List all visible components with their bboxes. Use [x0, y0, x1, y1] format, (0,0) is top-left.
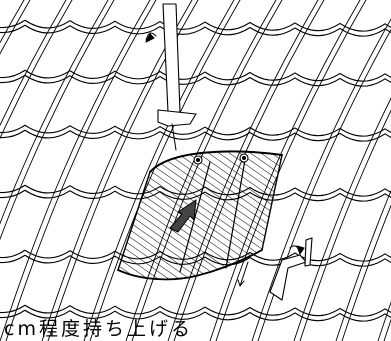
tile-ridge-line: [0, 0, 115, 241]
tile-ridge-line: [215, 0, 367, 341]
tile-ridge-line: [251, 18, 391, 341]
caption-text: cm程度持ち上げる: [4, 318, 193, 340]
tile-ridge-line: [341, 204, 391, 341]
tile-ridge-line: [383, 318, 391, 341]
pry-tool-upper: [145, 3, 197, 151]
tile-ridge-line: [83, 0, 235, 341]
tile-ridge-line: [0, 0, 151, 341]
tile-course-line: [0, 304, 391, 317]
tile-ridge-line: [0, 0, 73, 140]
tile-ridge-line: [0, 0, 31, 55]
tile-course-line: [0, 129, 391, 142]
pry-tool-lower: [237, 237, 313, 301]
lift-direction-arrow-icon: [169, 199, 197, 233]
tile-ridge-line: [293, 97, 391, 341]
lifted-tile: [117, 150, 283, 281]
tile-ridge-line: [0, 0, 109, 225]
tile-course-line: [0, 124, 391, 137]
tile-ridge-line: [335, 189, 391, 341]
tile-ridge-line: [0, 0, 67, 127]
tile-course-line: [0, 69, 391, 82]
tile-course-line: [0, 24, 391, 37]
tile-course-line: [0, 74, 391, 87]
tile-ridge-line: [0, 0, 25, 44]
tile-course-line: [0, 19, 391, 32]
tile-ridge-line: [5, 0, 157, 341]
tile-ridge-line: [377, 301, 391, 341]
tile-ridge-line: [299, 109, 391, 341]
tile-course-line: [0, 309, 391, 322]
